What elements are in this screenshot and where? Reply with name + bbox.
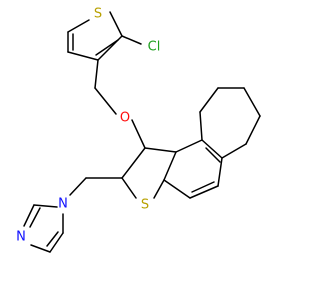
ring-sulfur-label: S xyxy=(141,198,149,213)
imidazole-n1-label: N xyxy=(58,197,68,212)
bond-skeleton xyxy=(23,11,261,253)
thiophene-sulfur-label: S xyxy=(94,7,102,22)
ether-oxygen-label: O xyxy=(120,111,130,126)
molecule-structure: S Cl O S N N xyxy=(16,7,261,253)
chlorine-label: Cl xyxy=(148,40,161,55)
imidazole-n3-label: N xyxy=(16,230,26,245)
